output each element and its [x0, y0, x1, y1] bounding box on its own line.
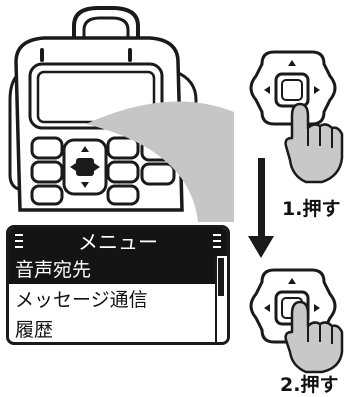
menu-bars-icon-right	[213, 234, 221, 250]
menu-title: メニュー	[78, 230, 158, 254]
pointing-hand-icon-bottom	[284, 300, 344, 374]
pointing-hand-icon-top	[284, 102, 344, 184]
menu-scrollbar[interactable]	[215, 256, 227, 342]
dpad-icon-top	[249, 50, 337, 126]
menu-item-voice-destination[interactable]: 音声宛先	[9, 256, 221, 284]
menu-title-bar: メニュー	[9, 228, 227, 256]
step1-label: 1.押す	[282, 198, 341, 220]
menu-item-history[interactable]: 履歴	[15, 319, 54, 341]
step2-label: 2.押す	[280, 374, 339, 396]
callout-wedge	[86, 101, 234, 222]
menu-item-message[interactable]: メッセージ通信	[15, 289, 148, 311]
menu-scroll-thumb[interactable]	[218, 258, 224, 296]
down-arrow-icon	[248, 158, 274, 258]
menu-bars-icon-left	[15, 234, 23, 250]
lcd-menu-screen: メニュー 音声宛先 メッセージ通信 履歴	[6, 225, 230, 345]
